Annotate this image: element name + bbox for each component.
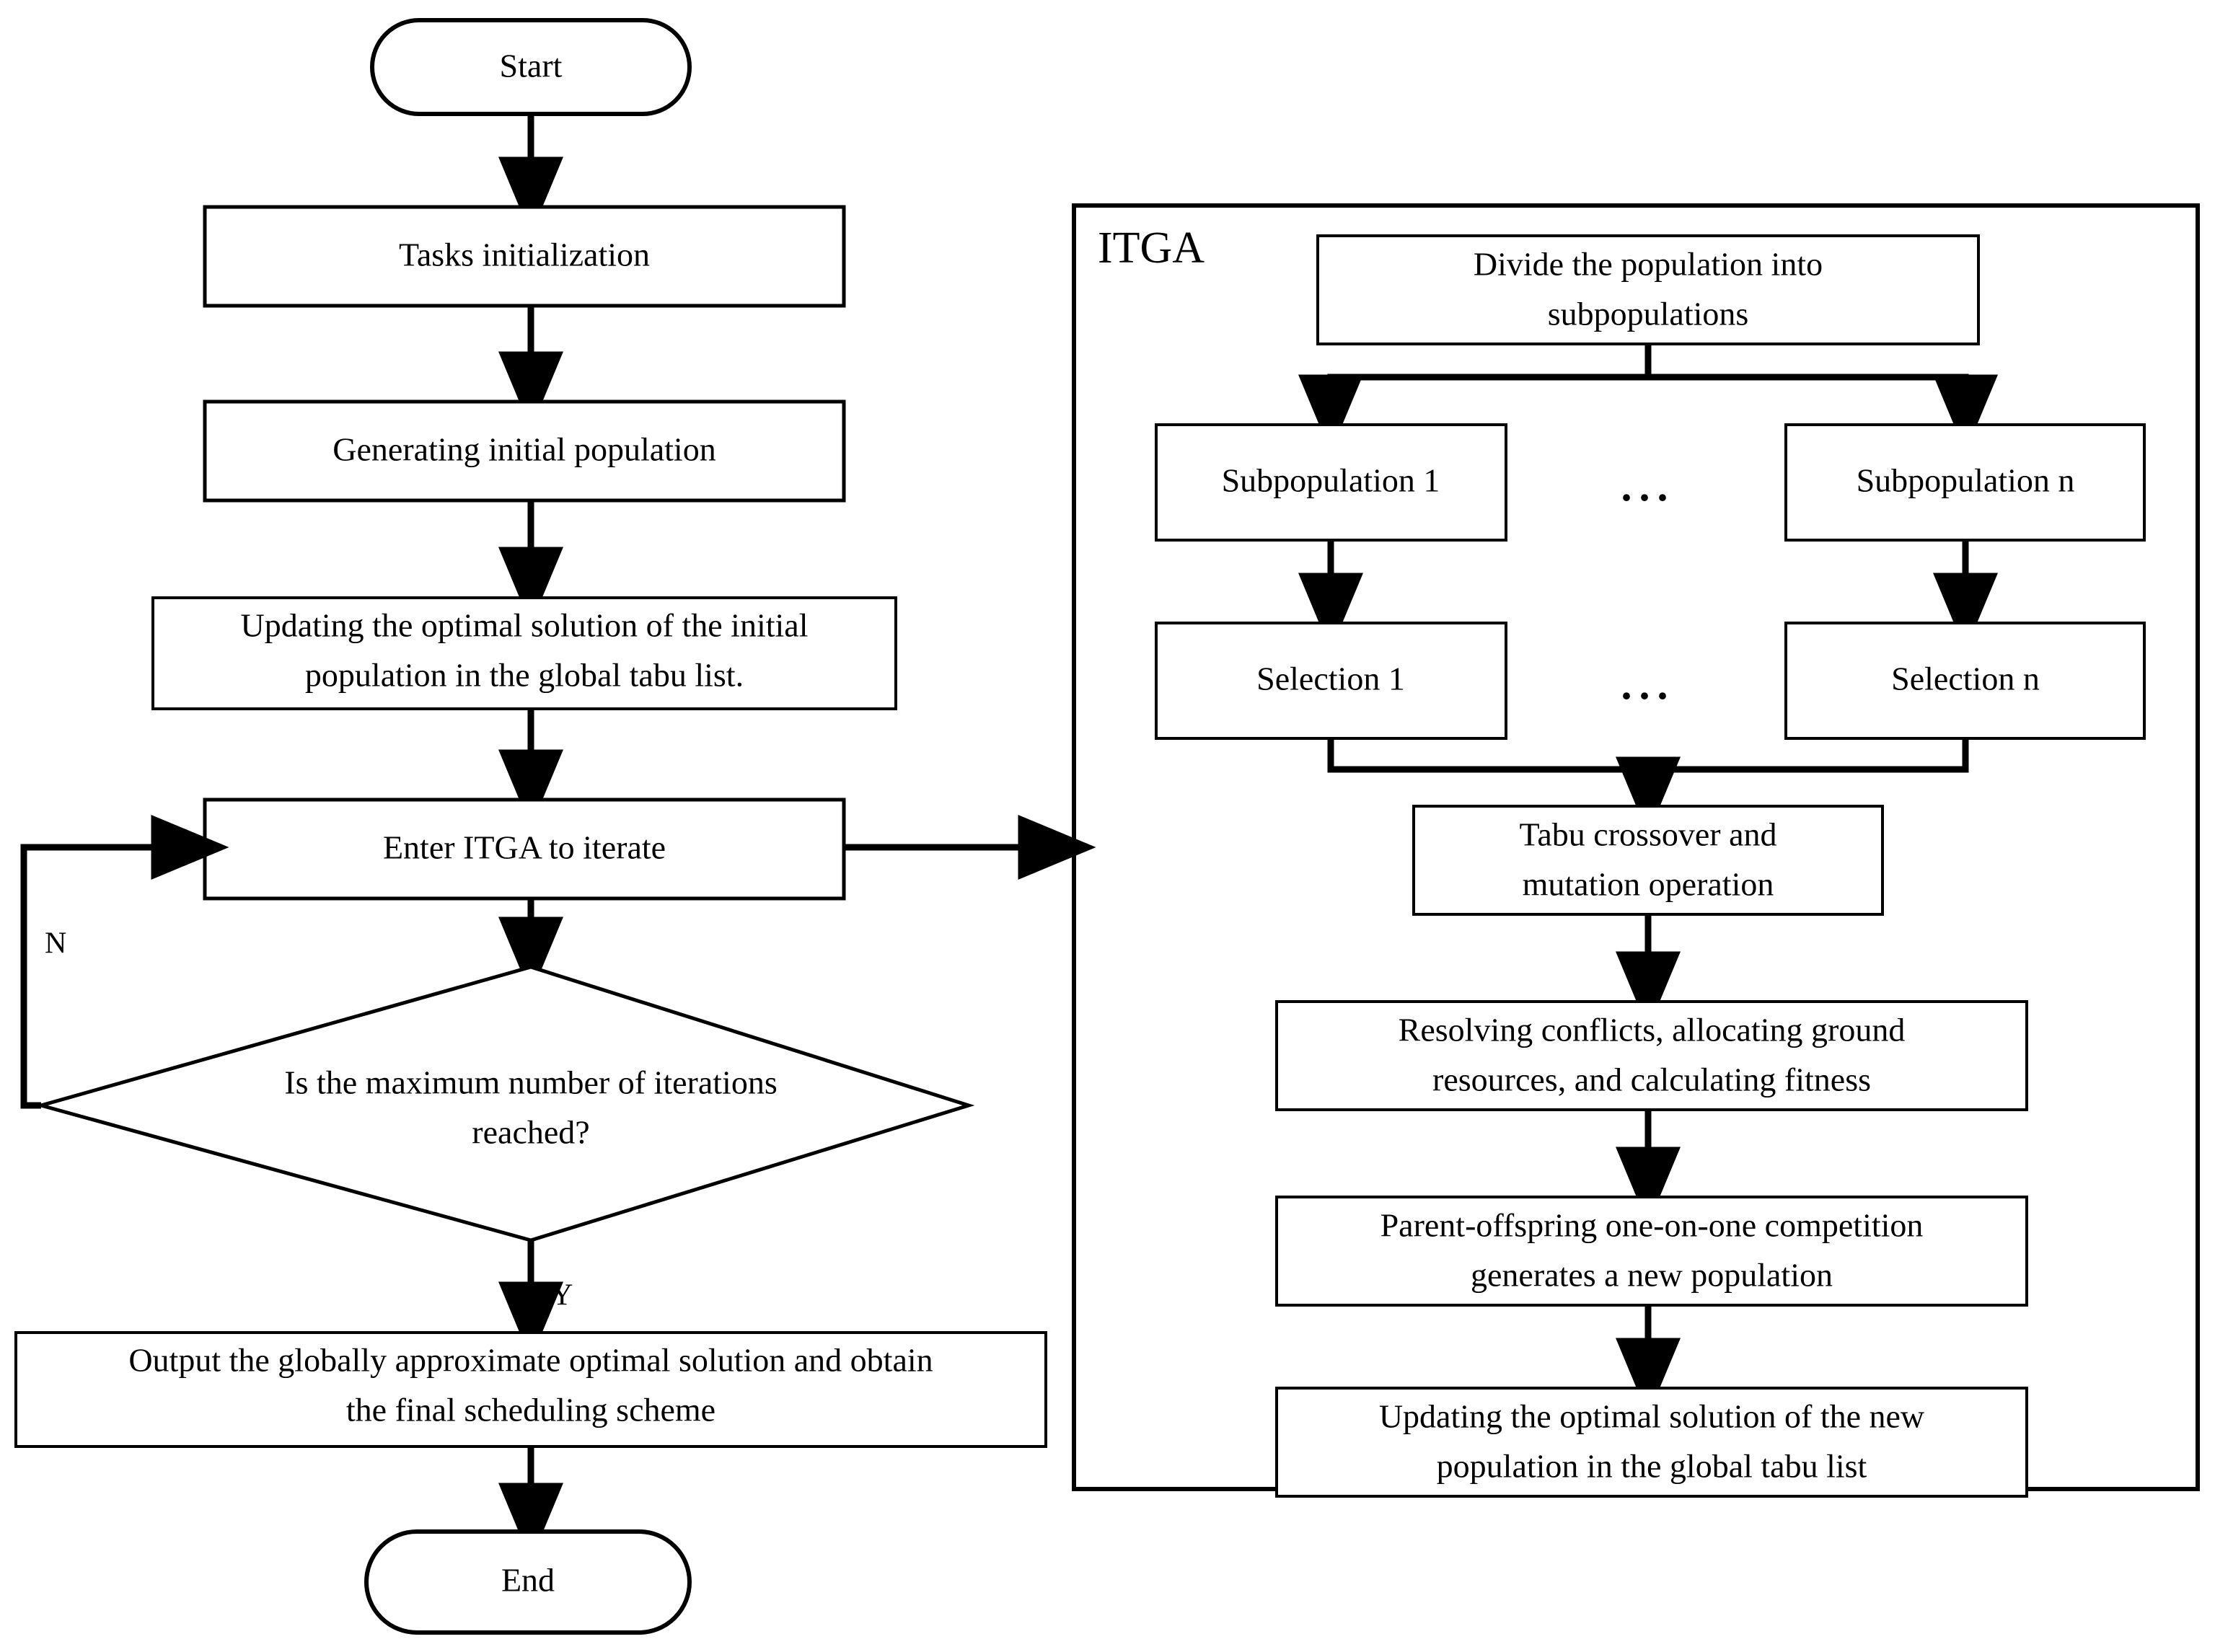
edge-selectionn-merge [1648,738,1969,773]
gen-init-pop-label: Generating initial population [333,431,715,468]
tasks-init-box [203,205,846,308]
node-decision-max-iterations[interactable]: Is the maximum number of iterations reac… [34,965,975,1242]
end-terminal-shape [364,1529,692,1635]
edge-decision-no-loop [20,815,229,1109]
decision-line2: reached? [472,1114,589,1151]
node-update-new-tabu[interactable]: Updating the optimal solution of the new… [1275,1387,2028,1498]
start-label: Start [500,48,563,84]
node-tabu-crossover[interactable]: Tabu crossover and mutation operation [1412,805,1884,916]
edge-divide-to-subpop-n [1648,374,1998,453]
parent-offspring-line2: generates a new population [1471,1257,1833,1294]
selection-1-label: Selection 1 [1256,661,1405,697]
divide-population-line2: subpopulations [1548,296,1749,332]
output-solution-line2: the final scheduling scheme [346,1392,715,1428]
tabu-crossover-line2: mutation operation [1523,866,1774,903]
tabu-crossover-box [1412,805,1884,916]
parent-offspring-line1: Parent-offspring one-on-one competition [1380,1207,1924,1244]
subpop-1-box [1155,423,1507,542]
subpop-1-label: Subpopulation 1 [1222,462,1440,499]
update-initial-tabu-line2: population in the global tabu list. [305,657,744,694]
resolve-conflicts-line1: Resolving conflicts, allocating ground [1399,1012,1906,1048]
itga-panel-title: ITGA [1098,224,1205,273]
selection-n-label: Selection n [1891,661,2040,697]
update-new-tabu-box [1275,1387,2028,1498]
update-new-tabu-line2: population in the global tabu list [1437,1448,1867,1485]
update-initial-tabu-box [151,596,897,710]
node-end[interactable]: End [364,1529,692,1635]
tasks-init-label: Tasks initialization [399,237,650,273]
resolve-conflicts-box [1275,1000,2028,1111]
subpop-n-box [1784,423,2146,542]
end-label: End [501,1562,555,1599]
node-divide-population[interactable]: Divide the population into subpopulation… [1316,234,1980,345]
edge-divide-to-subpop-1 [1298,344,1652,453]
edge-label-yes: Y [551,1279,573,1312]
decision-line1: Is the maximum number of iterations [284,1064,777,1101]
gen-init-pop-box [203,399,846,503]
node-gen-init-pop[interactable]: Generating initial population [203,399,846,503]
subpop-n-label: Subpopulation n [1857,462,2075,499]
output-solution-line1: Output the globally approximate optimal … [128,1342,933,1379]
node-subpop-n[interactable]: Subpopulation n [1784,423,2146,542]
node-selection-1[interactable]: Selection 1 [1155,622,1507,740]
resolve-conflicts-line2: resources, and calculating fitness [1432,1061,1871,1098]
divide-population-box [1316,234,1980,345]
node-parent-offspring[interactable]: Parent-offspring one-on-one competition … [1275,1196,2028,1307]
edge-label-no: N [45,927,66,960]
update-initial-tabu-line1: Updating the optimal solution of the ini… [240,607,808,644]
node-output-solution[interactable]: Output the globally approximate optimal … [14,1331,1047,1448]
node-resolve-conflicts[interactable]: Resolving conflicts, allocating ground r… [1275,1000,2028,1111]
node-subpop-1[interactable]: Subpopulation 1 [1155,423,1507,542]
selection-ellipsis: ... [1621,661,1675,708]
node-start[interactable]: Start [370,18,692,116]
divide-population-line1: Divide the population into [1474,246,1823,283]
update-new-tabu-line1: Updating the optimal solution of the new [1379,1398,1925,1435]
edge-selection1-merge [1327,738,1681,835]
enter-itga-label: Enter ITGA to iterate [383,829,666,866]
node-update-initial-tabu[interactable]: Updating the optimal solution of the ini… [151,596,897,710]
parent-offspring-box [1275,1196,2028,1307]
node-enter-itga[interactable]: Enter ITGA to iterate [203,798,846,901]
subpop-ellipsis: ... [1621,462,1675,510]
output-solution-box [14,1331,1047,1448]
node-tasks-init[interactable]: Tasks initialization [203,205,846,308]
tabu-crossover-line1: Tabu crossover and [1520,816,1777,853]
node-selection-n[interactable]: Selection n [1784,622,2146,740]
